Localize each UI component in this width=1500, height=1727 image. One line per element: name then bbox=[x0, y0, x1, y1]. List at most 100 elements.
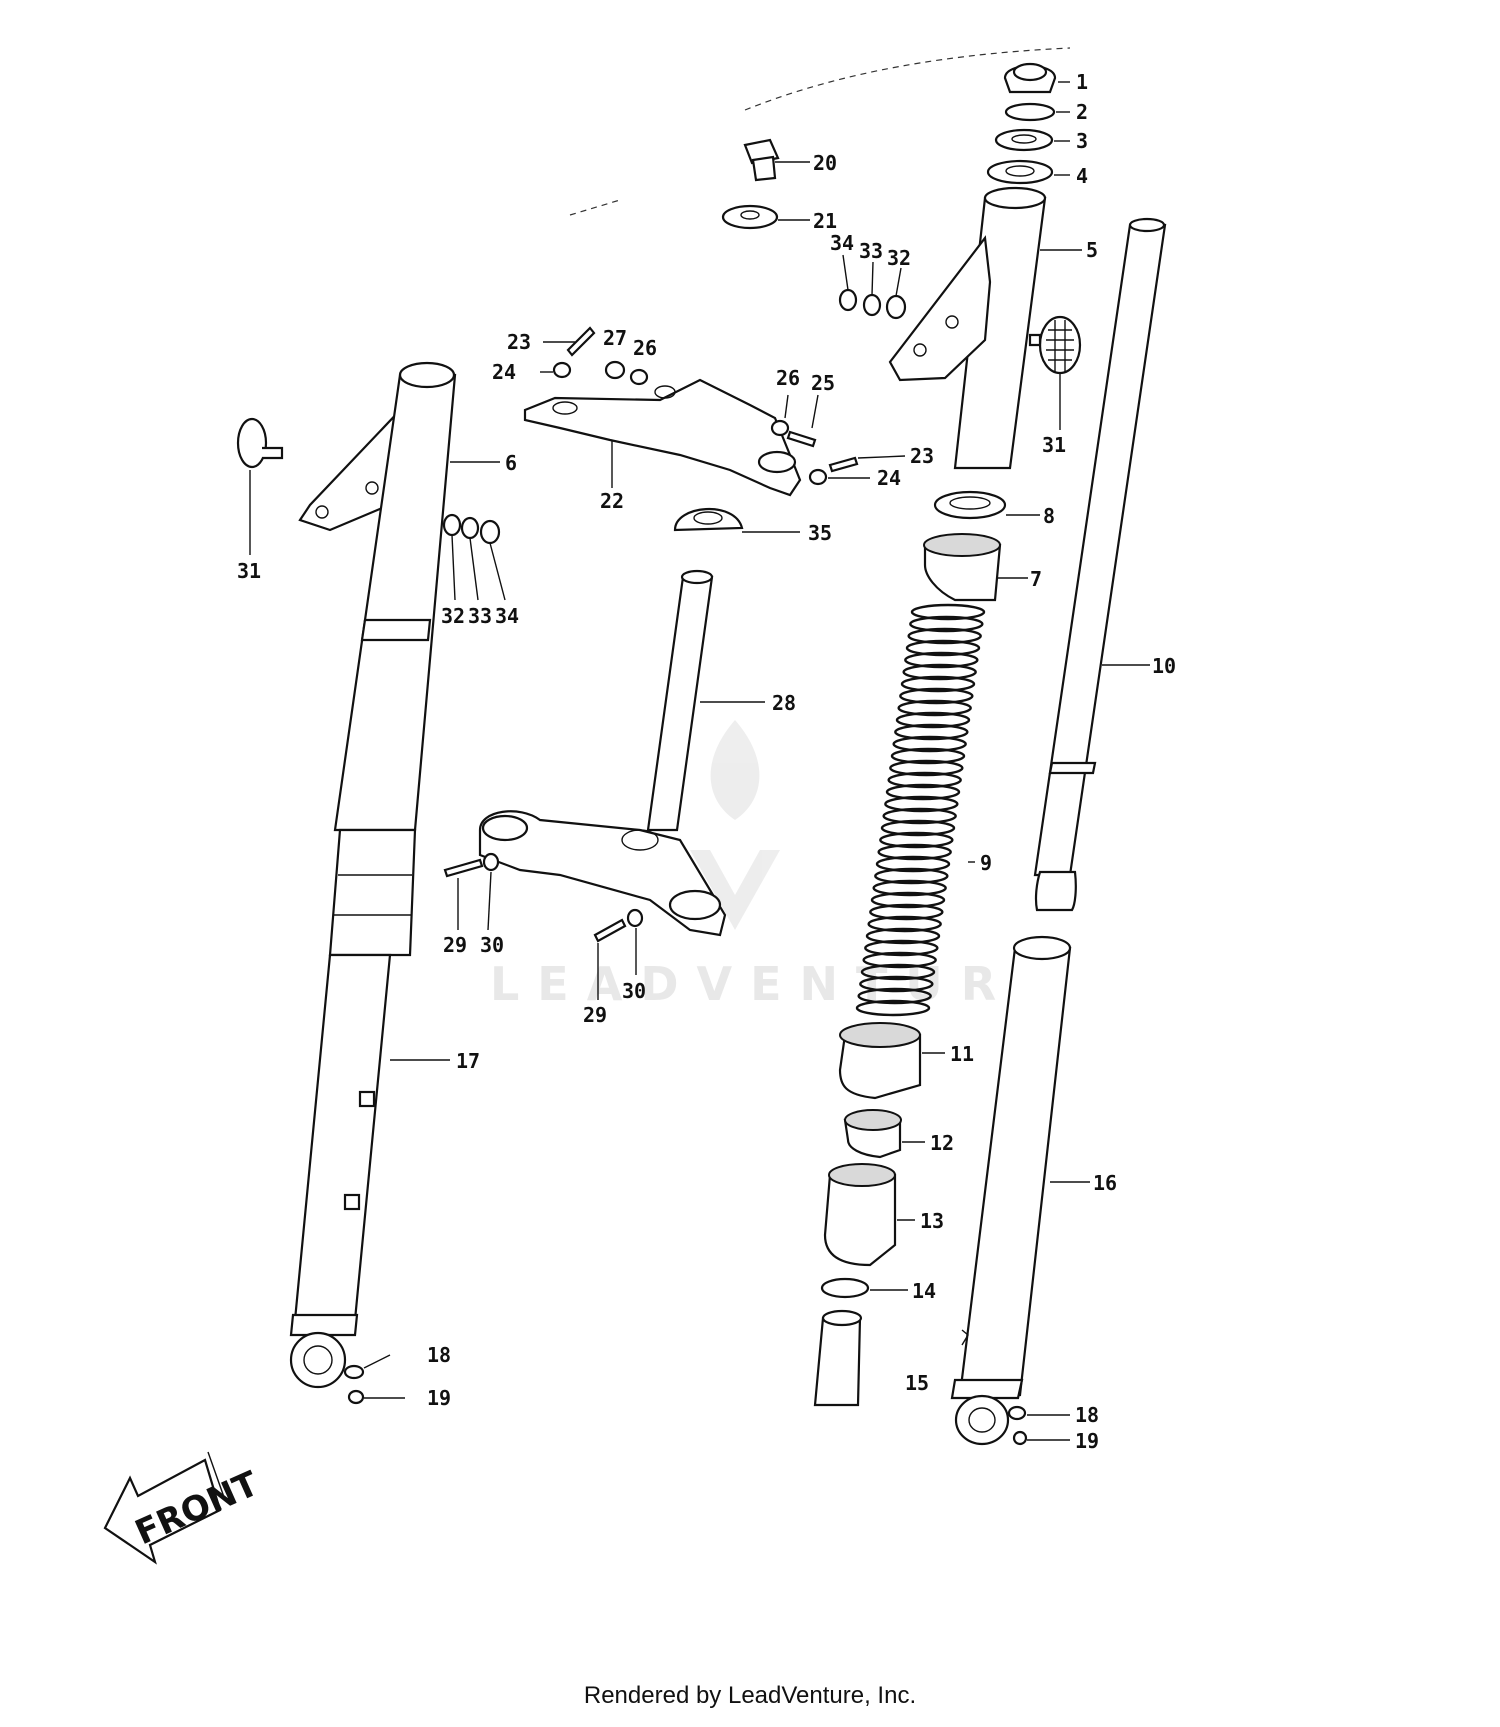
spring-coil bbox=[870, 891, 946, 909]
spring-coil bbox=[885, 783, 961, 801]
steering-stem-lower-bracket bbox=[478, 569, 765, 937]
spring-coil bbox=[855, 999, 931, 1017]
callout-16: 16 bbox=[1093, 1171, 1117, 1195]
callout-26b: 26 bbox=[776, 366, 800, 390]
front-arrow: FRONT bbox=[103, 1451, 265, 1565]
watermark-text: LEADVENTURE bbox=[490, 957, 1064, 1011]
spring-coil bbox=[905, 639, 981, 657]
spring-coil bbox=[904, 651, 979, 669]
spring-coil bbox=[897, 699, 972, 717]
fork-cap-stack bbox=[986, 62, 1070, 185]
drain-screw-left bbox=[343, 1354, 405, 1405]
stem-cap bbox=[673, 507, 800, 533]
drain-screw-right bbox=[1007, 1405, 1070, 1446]
callout-9: 9 bbox=[980, 851, 992, 875]
upper-bracket bbox=[523, 378, 802, 497]
fork-spring bbox=[855, 603, 986, 1017]
reflector-right bbox=[1028, 315, 1082, 430]
lower-bracket-bolts bbox=[443, 852, 644, 1000]
callout-10: 10 bbox=[1152, 654, 1176, 678]
spring-coil bbox=[909, 615, 984, 633]
spring-coil bbox=[869, 903, 944, 921]
callout-1: 1 bbox=[1076, 70, 1088, 94]
callout-18b: 18 bbox=[1075, 1403, 1099, 1427]
spring-seat-cup bbox=[923, 533, 1028, 602]
callout-30a: 30 bbox=[480, 933, 504, 957]
washer-set-left bbox=[442, 513, 506, 601]
callout-31b: 31 bbox=[1042, 433, 1066, 457]
spring-coil bbox=[860, 963, 936, 981]
dust-seal-ring bbox=[933, 490, 1040, 520]
callout-5: 5 bbox=[1086, 238, 1098, 262]
spring-coil bbox=[889, 759, 964, 777]
spring-coil bbox=[859, 975, 934, 993]
callout-24b: 24 bbox=[877, 466, 901, 490]
spring-coil bbox=[865, 927, 941, 945]
callout-13: 13 bbox=[920, 1209, 944, 1233]
callout-18a: 18 bbox=[427, 1343, 451, 1367]
spring-coil bbox=[857, 987, 932, 1005]
footer-credit: Rendered by LeadVenture, Inc. bbox=[583, 1682, 917, 1709]
callout-31a: 31 bbox=[237, 559, 261, 583]
callout-23a: 23 bbox=[507, 330, 531, 354]
callout-33a: 33 bbox=[468, 604, 492, 628]
callout-27: 27 bbox=[603, 326, 627, 350]
callout-25: 25 bbox=[811, 371, 835, 395]
callout-21: 21 bbox=[813, 209, 837, 233]
stem-bolt bbox=[743, 138, 810, 182]
callout-19b: 19 bbox=[1075, 1429, 1099, 1453]
lower-internals bbox=[813, 1022, 945, 1407]
callout-34b: 34 bbox=[830, 231, 854, 255]
spring-coil bbox=[882, 807, 957, 825]
callout-15: 15 bbox=[905, 1371, 929, 1395]
callout-3: 3 bbox=[1076, 129, 1088, 153]
spring-coil bbox=[895, 711, 971, 729]
callout-6: 6 bbox=[505, 451, 517, 475]
spring-coil bbox=[890, 747, 966, 765]
callout-29b: 29 bbox=[583, 1003, 607, 1027]
spring-coil bbox=[877, 843, 952, 861]
callout-12: 12 bbox=[930, 1131, 954, 1155]
spring-coil bbox=[879, 831, 954, 849]
callout-4: 4 bbox=[1076, 164, 1088, 188]
callout-32b: 32 bbox=[887, 246, 911, 270]
callout-26a: 26 bbox=[633, 336, 657, 360]
spring-coil bbox=[884, 795, 959, 813]
stem-washer bbox=[721, 204, 810, 230]
callout-14: 14 bbox=[912, 1279, 936, 1303]
callout-29a: 29 bbox=[443, 933, 467, 957]
callout-19a: 19 bbox=[427, 1386, 451, 1410]
callout-32a: 32 bbox=[441, 604, 465, 628]
reference-line bbox=[744, 47, 1071, 111]
spring-coil bbox=[892, 735, 967, 753]
callout-20: 20 bbox=[813, 151, 837, 175]
callout-24a: 24 bbox=[492, 360, 516, 384]
watermark: LEADVENTURE bbox=[490, 720, 1064, 1011]
bracket-bolt-right bbox=[770, 394, 906, 486]
spring-coil bbox=[907, 627, 982, 645]
washer-set-right bbox=[838, 254, 907, 320]
fork-tube-right-lower bbox=[950, 935, 1090, 1446]
callout-2: 2 bbox=[1076, 100, 1088, 124]
spring-coil bbox=[880, 819, 956, 837]
spring-coil bbox=[875, 855, 951, 873]
callout-11: 11 bbox=[950, 1042, 974, 1066]
callout-17: 17 bbox=[456, 1049, 480, 1073]
callout-35: 35 bbox=[808, 521, 832, 545]
callout-7: 7 bbox=[1030, 567, 1042, 591]
spring-coil bbox=[887, 771, 962, 789]
spring-coil bbox=[899, 687, 974, 705]
spring-coil bbox=[872, 879, 947, 897]
spring-coil bbox=[900, 675, 976, 693]
callout-labels: 1 2 3 4 5 6 7 8 9 10 11 12 13 14 15 16 1… bbox=[237, 70, 1176, 1453]
spring-coil bbox=[910, 603, 986, 621]
spring-coil bbox=[864, 939, 939, 957]
callout-28: 28 bbox=[772, 691, 796, 715]
inner-tube bbox=[1033, 217, 1167, 912]
callout-23b: 23 bbox=[910, 444, 934, 468]
spring-coil bbox=[862, 951, 937, 969]
reflector-left bbox=[236, 417, 284, 555]
callout-8: 8 bbox=[1043, 504, 1055, 528]
spring-coil bbox=[874, 867, 949, 885]
